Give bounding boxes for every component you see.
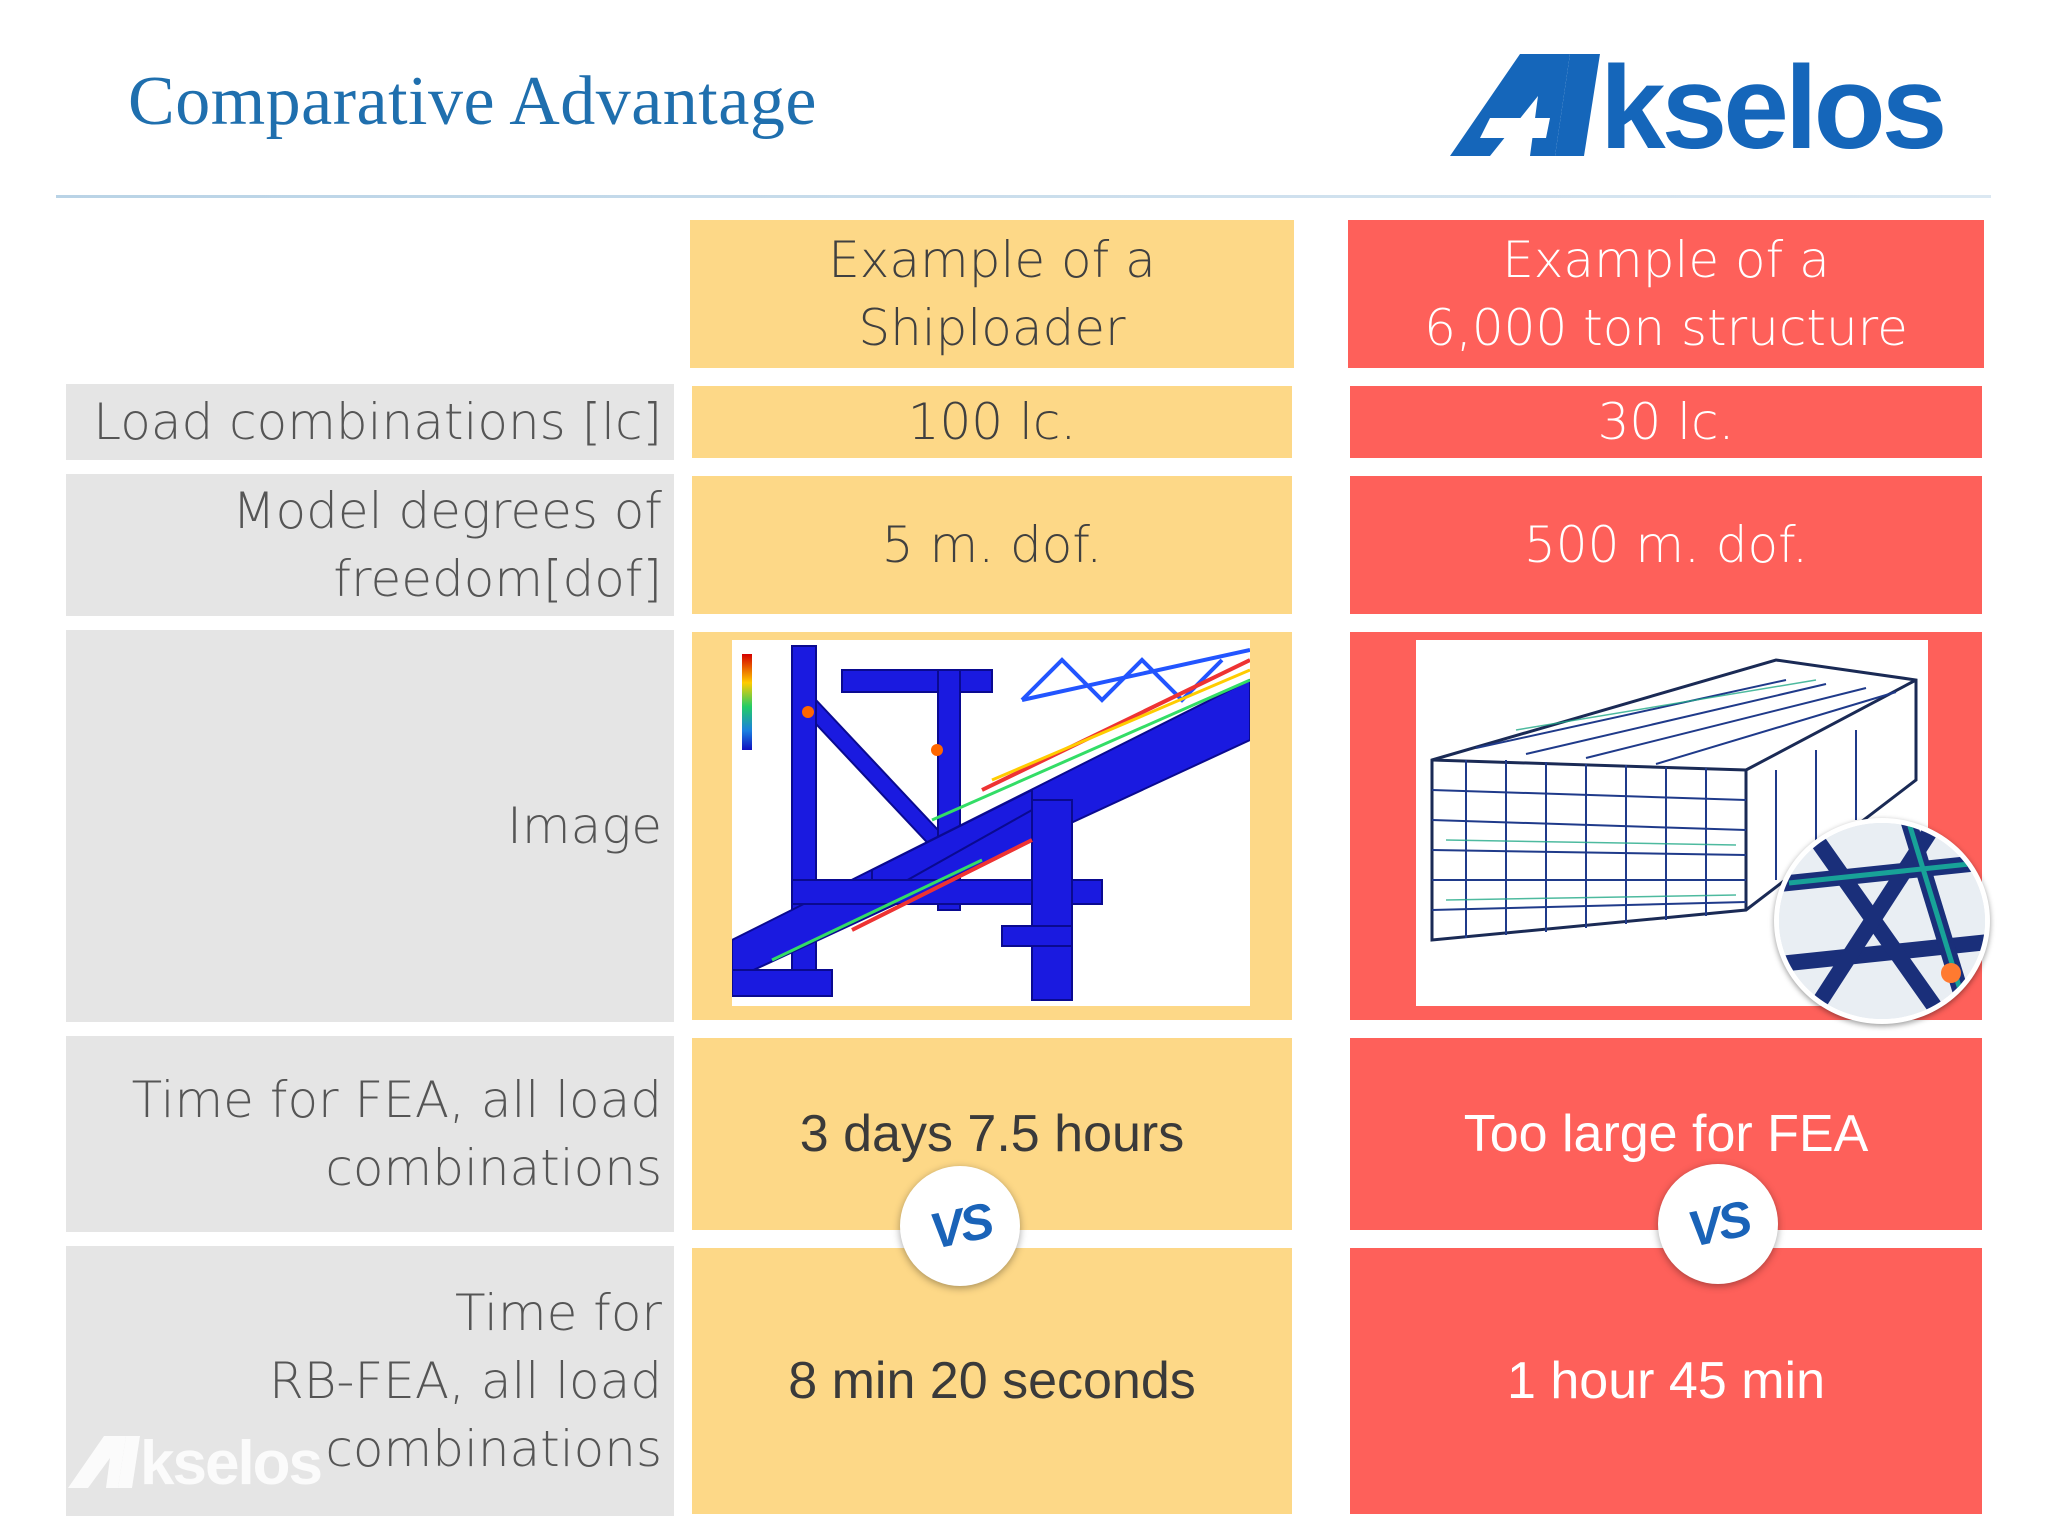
dof-structure: 500 m. dof. [1350,476,1982,614]
header-structure: Example of a 6,000 ton structure [1348,220,1984,368]
row-label-rbfea-time: Time for RB-FEA, all load combinations [66,1246,674,1516]
vs-label: VS [1682,1190,1754,1258]
row-label-dof: Model degrees of freedom[dof] [66,474,674,616]
header-shiploader: Example of a Shiploader [690,220,1294,368]
akselos-watermark: kselos [68,1432,323,1492]
rbfea-time-shiploader: 8 min 20 seconds [692,1248,1292,1514]
header-divider [56,195,1991,198]
svg-text:kselos: kselos [1600,48,1943,160]
detail-zoom-inset [1774,818,1990,1024]
row-label-fea-time: Time for FEA, all load combinations [66,1036,674,1232]
akselos-logo: kselos [1450,48,1947,160]
slide-title: Comparative Advantage [128,63,817,140]
svg-text:kselos: kselos [140,1432,321,1492]
vs-badge-structure: VS [1658,1164,1778,1284]
load-shiploader: 100 lc. [692,386,1292,458]
load-structure: 30 lc. [1350,386,1982,458]
vs-badge-shiploader: VS [900,1166,1020,1286]
shiploader-fea-image [732,640,1250,1006]
row-label-image: Image [66,630,674,1022]
rbfea-time-structure: 1 hour 45 min [1350,1248,1982,1514]
dof-shiploader: 5 m. dof. [692,476,1292,614]
row-label-load-combinations: Load combinations [lc] [66,384,674,460]
vs-label: VS [924,1192,996,1260]
